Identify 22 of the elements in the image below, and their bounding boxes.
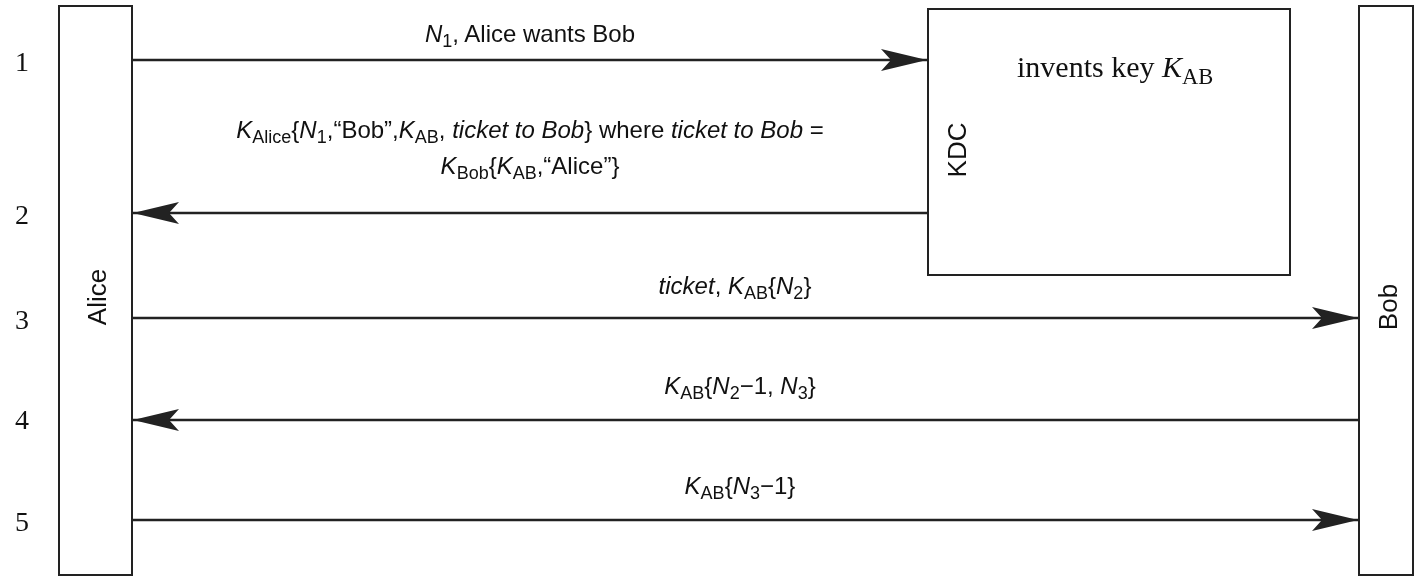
step-number: 5 — [15, 506, 29, 538]
message-arrow — [133, 509, 1358, 531]
step-number: 2 — [15, 199, 29, 231]
note-text: invents key K$_{AB}$ — [1017, 50, 1214, 84]
message-arrow — [133, 409, 1358, 431]
participant-name: Bob — [1372, 283, 1404, 331]
message-label: ticket, K$_{AB}${N$_{2}$} — [658, 271, 812, 304]
message-label: K$_{AB}${N$_{2}$−1, N$_{3}$} — [664, 371, 816, 404]
message-arrow — [133, 307, 1358, 329]
participant-box — [58, 5, 133, 576]
participant-box — [927, 8, 1291, 276]
message-arrow — [133, 49, 927, 71]
message-arrow — [133, 202, 927, 224]
participant-box — [1358, 5, 1414, 576]
message-label: N$_{1}$, Alice wants Bob — [424, 19, 636, 52]
participant-name: Alice — [81, 268, 113, 326]
step-number: 4 — [15, 404, 29, 436]
message-label: K$_{AB}${N$_{3}$−1} — [684, 471, 796, 504]
step-number: 3 — [15, 304, 29, 336]
step-number: 1 — [15, 46, 29, 78]
message-label: K$_{Alice}${N$_{1}$,“Bob”,K$_{AB}$, ticket to Bob} where ticket to Bob = K$_{Bob}${K$_{AB}$,“Alice”} — [235, 115, 825, 184]
participant-name: KDC — [941, 122, 973, 178]
